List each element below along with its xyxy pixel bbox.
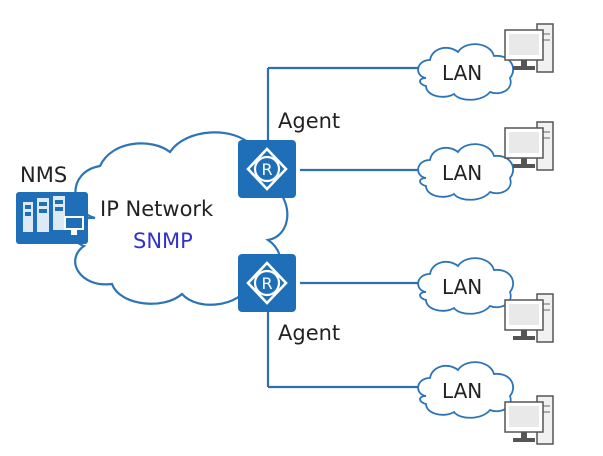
svg-text:R: R — [261, 160, 272, 179]
ip-network-cloud-icon — [71, 131, 289, 306]
ip-network-label: IP Network — [100, 197, 214, 221]
router-top-icon: R — [236, 138, 298, 200]
lan-4-label: LAN — [442, 379, 482, 403]
router-bottom-icon: R — [236, 252, 298, 314]
lan-1-label: LAN — [442, 61, 482, 85]
computer-4-icon — [504, 395, 554, 445]
nms-server-icon — [16, 192, 88, 244]
agent-bottom-label: Agent — [278, 321, 340, 345]
svg-text:R: R — [261, 274, 272, 293]
nms-label: NMS — [20, 163, 67, 187]
snmp-label: SNMP — [133, 229, 193, 253]
links — [266, 66, 420, 389]
lan-2-label: LAN — [442, 161, 482, 185]
lan-3-label: LAN — [442, 275, 482, 299]
agent-top-label: Agent — [278, 109, 340, 133]
computer-3-icon — [504, 293, 554, 343]
